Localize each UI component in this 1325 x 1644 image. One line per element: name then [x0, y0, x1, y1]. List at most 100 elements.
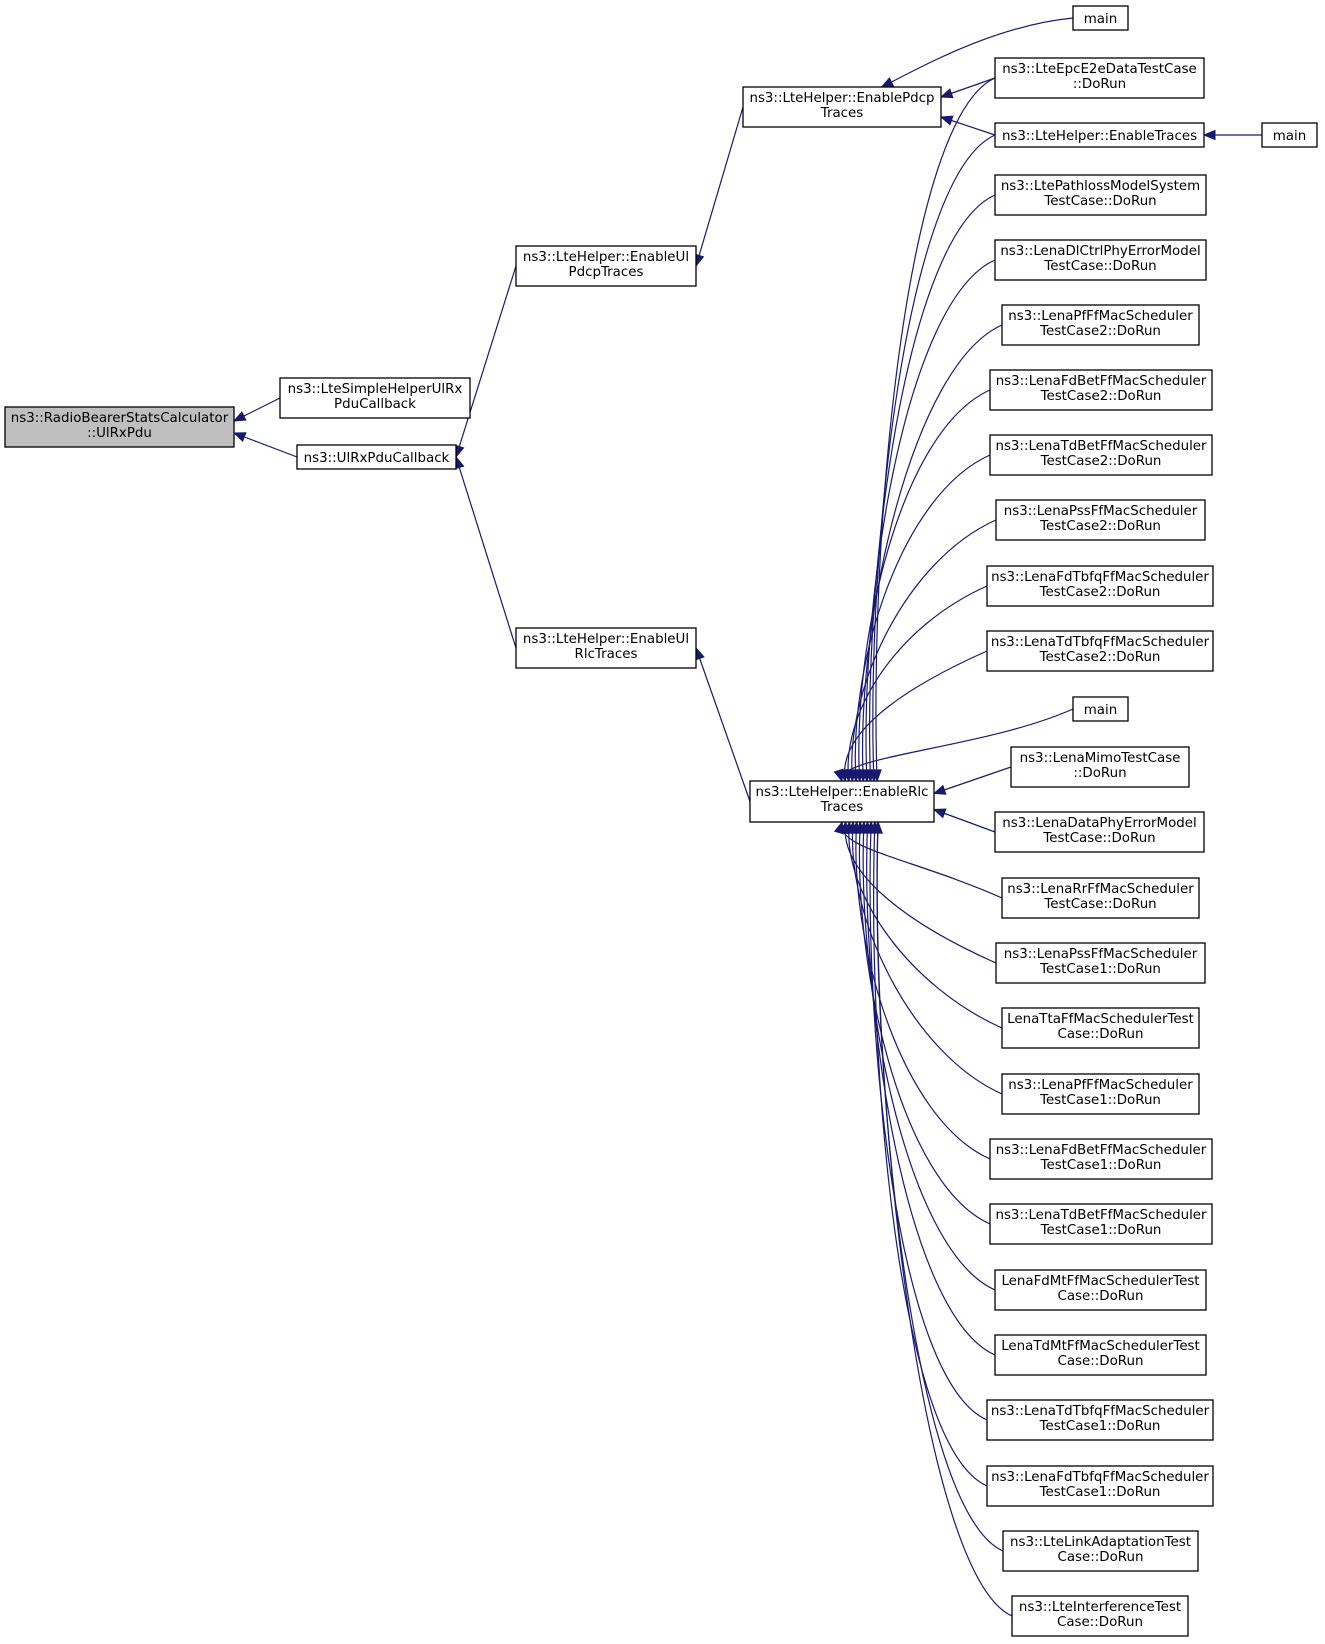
- node-box[interactable]: [994, 1269, 1207, 1311]
- node-label: TestCase2::DoRun: [1039, 650, 1161, 665]
- node-pf1[interactable]: ns3::LenaPfFfMacSchedulerTestCase1::DoRu…: [1001, 1073, 1200, 1115]
- edge-simple-to-root: [232, 397, 281, 422]
- node-box[interactable]: [742, 86, 942, 128]
- node-box[interactable]: [296, 444, 457, 470]
- node-box[interactable]: [994, 239, 1207, 281]
- node-box[interactable]: [986, 1399, 1214, 1441]
- node-fdtbfq1[interactable]: ns3::LenaFdTbfqFfMacSchedulerTestCase1::…: [986, 1465, 1214, 1507]
- node-box[interactable]: [1001, 304, 1200, 346]
- node-label: RlcTraces: [575, 647, 638, 662]
- node-box[interactable]: [986, 630, 1214, 672]
- node-box[interactable]: [1010, 746, 1190, 788]
- node-box[interactable]: [1001, 1073, 1200, 1115]
- edge-line: [869, 194, 996, 782]
- node-label: LenaTtaFfMacSchedulerTest: [1007, 1012, 1194, 1027]
- node-box[interactable]: [994, 1334, 1207, 1376]
- edge-line: [862, 821, 996, 1291]
- edge-ulrxcb-to-root: [232, 432, 298, 458]
- node-box[interactable]: [989, 434, 1213, 476]
- node-main1[interactable]: main: [1072, 5, 1129, 31]
- nodes-layer: ns3::RadioBearerStatsCalculator::UlRxPdu…: [4, 5, 1318, 1637]
- node-label: ns3::LteInterferenceTest: [1019, 1600, 1181, 1615]
- node-box[interactable]: [989, 369, 1213, 411]
- node-box[interactable]: [994, 811, 1205, 853]
- node-pathloss[interactable]: ns3::LtePathlossModelSystemTestCase::DoR…: [994, 174, 1207, 216]
- node-label: ns3::LenaFdBetFfMacScheduler: [996, 1143, 1207, 1158]
- node-box[interactable]: [994, 174, 1207, 216]
- node-tdbet1[interactable]: ns3::LenaTdBetFfMacSchedulerTestCase1::D…: [989, 1203, 1213, 1245]
- node-box[interactable]: [994, 122, 1205, 148]
- node-dlctrl[interactable]: ns3::LenaDlCtrlPhyErrorModelTestCase::Do…: [994, 239, 1207, 281]
- node-fdtbfq2[interactable]: ns3::LenaFdTbfqFfMacSchedulerTestCase2::…: [986, 565, 1214, 607]
- node-pss2[interactable]: ns3::LenaPssFfMacSchedulerTestCase2::DoR…: [995, 499, 1206, 541]
- node-label: Case::DoRun: [1058, 1354, 1144, 1369]
- node-label: PduCallback: [334, 397, 416, 412]
- node-main2[interactable]: main: [1261, 122, 1318, 148]
- node-ulrxcb[interactable]: ns3::UlRxPduCallback: [296, 444, 457, 470]
- node-box[interactable]: [1001, 1007, 1200, 1049]
- node-tdtbfq1[interactable]: ns3::LenaTdTbfqFfMacSchedulerTestCase1::…: [986, 1399, 1214, 1441]
- node-label: TestCase::DoRun: [1042, 831, 1155, 846]
- node-tdbet2[interactable]: ns3::LenaTdBetFfMacSchedulerTestCase2::D…: [989, 434, 1213, 476]
- node-box[interactable]: [279, 377, 471, 419]
- node-label: TestCase1::DoRun: [1040, 1223, 1162, 1238]
- node-box[interactable]: [1072, 5, 1129, 31]
- edge-line: [869, 821, 988, 1421]
- node-box[interactable]: [986, 1465, 1214, 1507]
- node-label: ns3::RadioBearerStatsCalculator: [11, 411, 229, 426]
- node-dataphy[interactable]: ns3::LenaDataPhyErrorModelTestCase::DoRu…: [994, 811, 1205, 853]
- node-box[interactable]: [1011, 1595, 1189, 1637]
- node-box[interactable]: [1072, 696, 1129, 722]
- node-mimo[interactable]: ns3::LenaMimoTestCase::DoRun: [1010, 746, 1190, 788]
- edge-line: [843, 650, 988, 782]
- node-box[interactable]: [1001, 877, 1200, 919]
- node-tdtbfq2[interactable]: ns3::LenaTdTbfqFfMacSchedulerTestCase2::…: [986, 630, 1214, 672]
- node-enabletraces[interactable]: ns3::LteHelper::EnableTraces: [994, 122, 1205, 148]
- node-box[interactable]: [4, 406, 235, 448]
- node-main3[interactable]: main: [1072, 696, 1129, 722]
- node-pf2[interactable]: ns3::LenaPfFfMacSchedulerTestCase2::DoRu…: [1001, 304, 1200, 346]
- node-epc[interactable]: ns3::LteEpcE2eDataTestCase::DoRun: [994, 57, 1205, 99]
- edge-arrowhead: [232, 411, 247, 422]
- node-fdbet1[interactable]: ns3::LenaFdBetFfMacSchedulerTestCase1::D…: [989, 1138, 1213, 1180]
- node-box[interactable]: [515, 627, 697, 669]
- node-box[interactable]: [1261, 122, 1318, 148]
- node-pss1[interactable]: ns3::LenaPssFfMacSchedulerTestCase1::DoR…: [995, 942, 1206, 984]
- node-label: ns3::LenaTdTbfqFfMacScheduler: [991, 635, 1210, 650]
- node-fdbet2[interactable]: ns3::LenaFdBetFfMacSchedulerTestCase2::D…: [989, 369, 1213, 411]
- edge-enabletraces-to-rlc: [868, 134, 996, 783]
- node-box[interactable]: [749, 780, 935, 823]
- node-box[interactable]: [515, 245, 697, 287]
- edge-line: [854, 454, 991, 782]
- edge-tdmt-to-rlc: [861, 820, 996, 1356]
- node-label: TestCase1::DoRun: [1040, 1158, 1162, 1173]
- node-box[interactable]: [994, 57, 1205, 99]
- node-box[interactable]: [989, 1138, 1213, 1180]
- node-label: ns3::LteHelper::EnableUl: [523, 250, 689, 265]
- node-label: ns3::LteHelper::EnableTraces: [1002, 129, 1197, 144]
- node-box[interactable]: [995, 499, 1206, 541]
- node-box[interactable]: [986, 565, 1214, 607]
- node-label: Case::DoRun: [1058, 1550, 1144, 1565]
- node-label: Case::DoRun: [1058, 1027, 1144, 1042]
- node-root[interactable]: ns3::RadioBearerStatsCalculator::UlRxPdu: [4, 406, 235, 448]
- node-label: ns3::LenaFdBetFfMacScheduler: [996, 374, 1207, 389]
- node-label: TestCase::DoRun: [1043, 194, 1156, 209]
- node-box[interactable]: [995, 942, 1206, 984]
- edge-line: [695, 106, 744, 267]
- edge-line: [855, 821, 991, 1160]
- node-label: TestCase1::DoRun: [1039, 1485, 1161, 1500]
- node-box[interactable]: [989, 1203, 1213, 1245]
- node-box[interactable]: [1002, 1530, 1199, 1572]
